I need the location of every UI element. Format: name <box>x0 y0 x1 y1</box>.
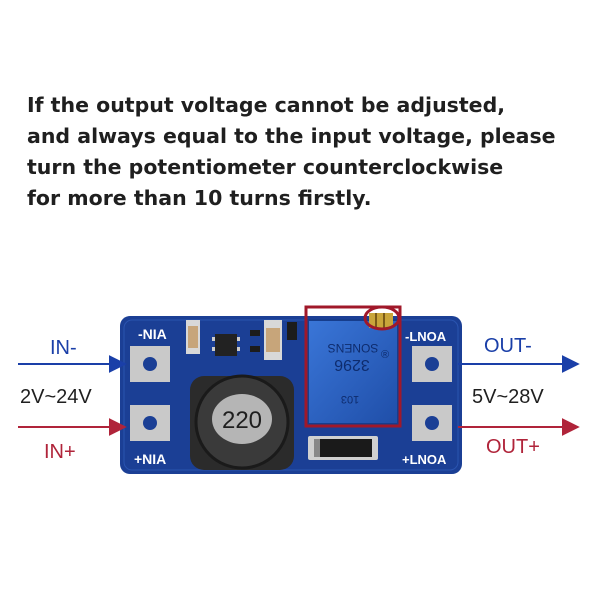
pot-registered: ® <box>381 349 389 361</box>
instruction-line-2: and always equal to the input voltage, p… <box>27 124 556 148</box>
pot-model: 3296 <box>334 356 370 373</box>
smd-resistor-1 <box>250 330 260 336</box>
input-voltage-range: 2V~24V <box>20 386 92 408</box>
potentiometer-highlight-box <box>304 305 402 428</box>
out-plus-label: OUT+ <box>486 436 540 458</box>
screw-highlight-circle <box>363 305 401 331</box>
silk-vout-minus: -LNOA <box>405 329 447 344</box>
instruction-text: If the output voltage cannot be adjusted… <box>27 90 587 214</box>
output-voltage-range: 5V~28V <box>472 386 544 408</box>
in-plus-label: IN+ <box>44 441 76 463</box>
vout-plus-pad <box>412 405 452 441</box>
in-minus-label: IN- <box>50 337 77 359</box>
diode <box>308 436 378 460</box>
smd-capacitor-2 <box>264 320 282 360</box>
out-minus-label: OUT- <box>484 335 532 357</box>
instruction-line-1: If the output voltage cannot be adjusted… <box>27 93 506 117</box>
vin-minus-pad <box>130 346 170 382</box>
pot-brand: SONENS <box>328 341 379 355</box>
silk-vin-plus: +NIA <box>134 451 166 467</box>
pot-value: 103 <box>341 393 359 405</box>
potentiometer: SONENS 3296 ® 103 <box>307 313 399 425</box>
ic-chip <box>212 334 240 356</box>
smd-resistor-2 <box>250 346 260 352</box>
inductor-marking: 220 <box>222 407 262 434</box>
silk-vout-plus: +LNOA <box>402 452 447 467</box>
instruction-line-4: for more than 10 turns firstly. <box>27 186 372 210</box>
vin-plus-pad <box>130 405 170 441</box>
silk-vin-minus: -NIA <box>138 326 167 342</box>
smd-capacitor-1 <box>186 320 200 354</box>
vout-minus-pad <box>412 346 452 382</box>
inductor: 220 <box>190 374 294 470</box>
instruction-line-3: turn the potentiometer counterclockwise <box>27 155 504 179</box>
smd-resistor-3 <box>287 322 297 340</box>
adjustment-screw <box>369 313 393 328</box>
